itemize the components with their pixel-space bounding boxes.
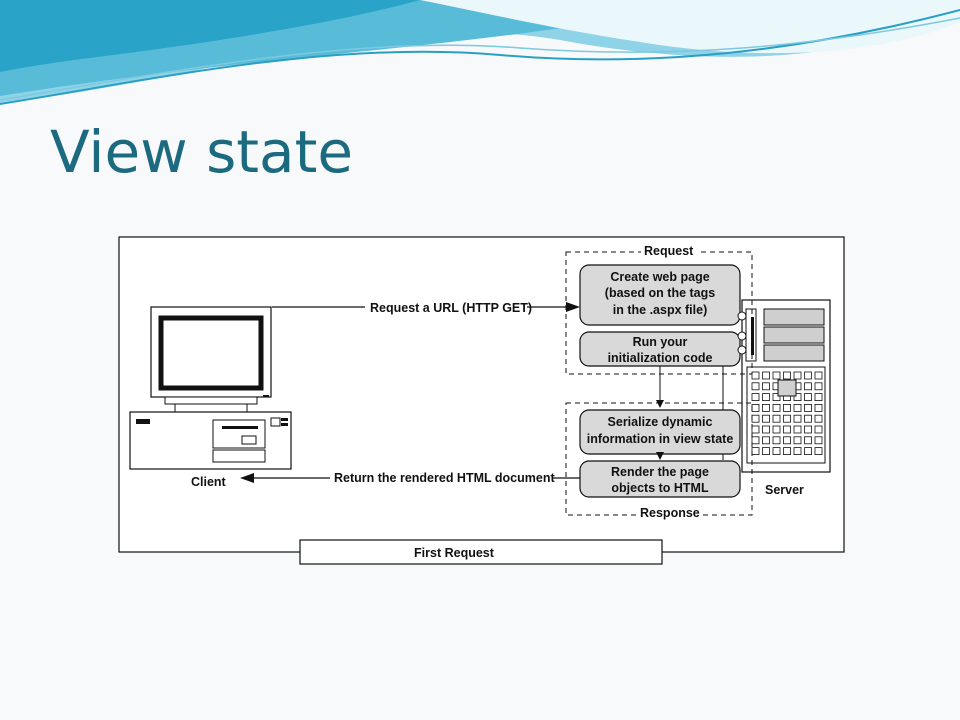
server-grid-cell [804,382,812,391]
server-grid-cell [804,425,812,434]
server-grid-cell [751,447,760,456]
step-line: Run your [633,335,688,349]
request-arrow [272,302,580,312]
server-grid-cell [793,436,802,445]
step-render-to-html: Render the page objects to HTML [579,460,741,498]
server-grid-cell [783,447,791,456]
server-grid-cell [762,425,770,434]
server-grid-cell [814,425,823,434]
server-grid-cell [762,393,770,402]
server-grid-cell [814,436,823,445]
server-grid-cell [783,425,791,434]
server-grid-cell [751,414,760,423]
server-grid-cell [772,425,781,434]
step-line: objects to HTML [611,481,709,495]
server-grid-cell [804,436,812,445]
server-grid-cell [814,393,823,402]
server-grid-cell [793,447,802,456]
server-grid-cell [762,403,770,412]
step-line: (based on the tags [605,286,715,300]
server-grid-cell [751,425,760,434]
server-grid-cell [783,414,791,423]
server-grid-cell [814,447,823,456]
response-arrow-label: Return the rendered HTML document [334,471,555,485]
step-line: initialization code [608,351,713,365]
server-grid-cell [751,382,760,391]
server-label: Server [765,483,804,497]
server-grid-cell [814,403,823,412]
server-grid-cell [762,371,770,380]
slide-title: View state [50,118,353,186]
response-group-label: Response [640,506,700,520]
server-grid-cell [772,371,781,380]
server-grid-cell [772,436,781,445]
server-grid-cell [804,403,812,412]
server-grid-cell [783,403,791,412]
server-grid-cell [793,371,802,380]
server-grid-cell [804,393,812,402]
server-grid-cell [772,393,781,402]
server-grid-cell [793,414,802,423]
server-grid-cell [793,403,802,412]
server-grid-cell [751,371,760,380]
step-line: in the .aspx file) [613,303,707,317]
server-grid-cell [751,393,760,402]
request-arrow-label: Request a URL (HTTP GET) [370,301,532,315]
server-grid-cell [762,382,770,391]
step-run-initialization: Run your initialization code [579,331,741,367]
server-grid-cell [804,447,812,456]
server-grid-cell [772,403,781,412]
server-grid-cell [793,393,802,402]
server-icon [741,299,831,473]
client-computer-icon [129,306,292,470]
diagram-caption: First Request [414,546,495,560]
caption-box [299,539,663,565]
server-grid-cell [814,414,823,423]
server-grid-cell [814,382,823,391]
server-grid-cell [762,414,770,423]
client-label: Client [191,475,227,489]
server-grid-cell [751,403,760,412]
server-grid-cell [772,414,781,423]
server-grid-cell [783,436,791,445]
step-line: Render the page [611,465,709,479]
server-grid-cell [751,436,760,445]
server-grid-cell [762,436,770,445]
server-grid-cell [804,414,812,423]
request-group-label: Request [644,244,694,258]
step-serialize-view-state: Serialize dynamic information in view st… [579,409,741,455]
server-grid-cell [762,447,770,456]
server-grid-cell [793,425,802,434]
step-create-web-page: Create web page (based on the tags in th… [579,264,741,326]
server-grid-cell [783,371,791,380]
step-line: Create web page [610,270,709,284]
server-grid-cell [814,371,823,380]
step-line: Serialize dynamic [608,415,713,429]
server-grid-cell [804,371,812,380]
server-grid-cell [772,447,781,456]
step-line: information in view state [587,432,734,446]
response-arrow [240,473,580,483]
